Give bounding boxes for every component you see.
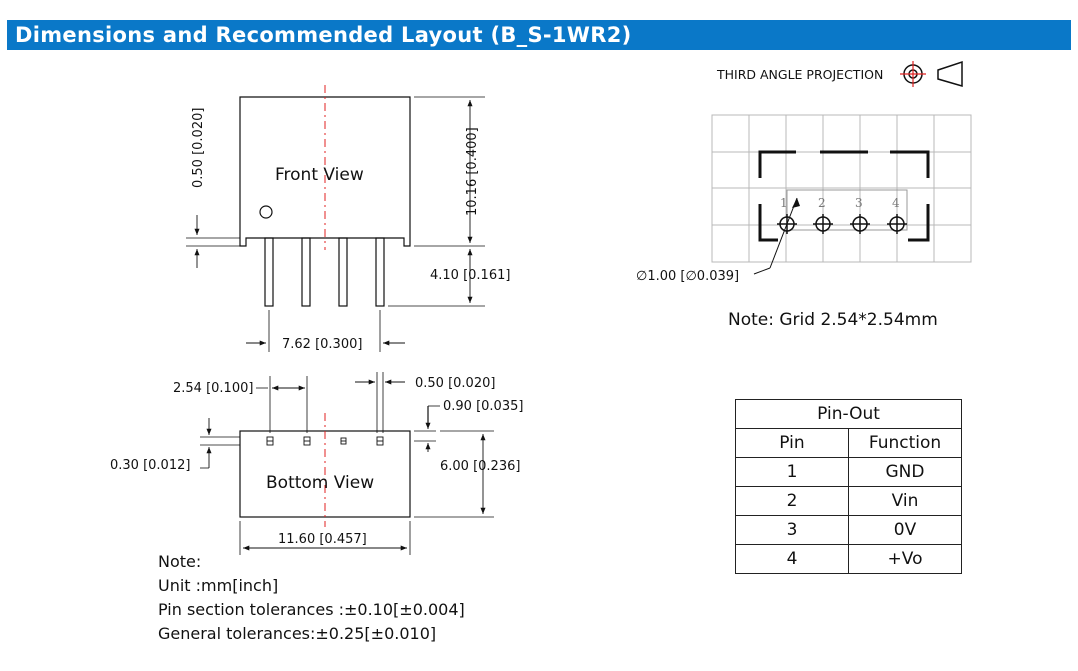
pin-number: 4 xyxy=(735,544,849,574)
pin-function: 0V xyxy=(848,515,962,545)
front-view-label: Front View xyxy=(275,165,364,185)
page-title: Dimensions and Recommended Layout (B_S-1… xyxy=(15,23,632,47)
dim-pin-length: 4.10 [0.161] xyxy=(430,268,510,283)
table-row: 3 0V xyxy=(735,515,962,545)
table-row: 4 +Vo xyxy=(735,544,962,574)
notes-title: Note: xyxy=(158,552,202,571)
hole-leader-arrow xyxy=(792,198,800,208)
dim-pitch: 2.54 [0.100] xyxy=(173,381,253,396)
dim-pin-depth: 0.30 [0.012] xyxy=(110,458,190,473)
layout-pin-number: 1 xyxy=(780,196,788,210)
third-angle-projection-icon xyxy=(900,60,963,87)
front-pin xyxy=(264,237,274,307)
dim-depth: 6.00 [0.236] xyxy=(440,459,520,474)
pinout-table: Pin-Out Pin Function 1 GND 2 Vin 3 0V 4 … xyxy=(735,399,962,574)
bottom-view-label: Bottom View xyxy=(266,473,374,493)
pin-function: Vin xyxy=(848,486,962,516)
table-row: 2 Vin xyxy=(735,486,962,516)
dim-offset: 0.90 [0.035] xyxy=(443,399,523,414)
table-row: 1 GND xyxy=(735,457,962,487)
notes-general-tolerance: General tolerances:±0.25[±0.010] xyxy=(158,624,437,643)
pin-function: GND xyxy=(848,457,962,487)
dim-height: 10.16 [0.400] xyxy=(465,127,480,216)
dim-pin-span: 7.62 [0.300] xyxy=(282,337,362,352)
front-view-body xyxy=(239,96,411,247)
front-view xyxy=(186,85,485,352)
pin-function: +Vo xyxy=(848,544,962,574)
dim-pin-width: 0.50 [0.020] xyxy=(415,376,495,391)
header-bar: Dimensions and Recommended Layout (B_S-1… xyxy=(7,20,1071,50)
notes-pin-tolerance: Pin section tolerances :±0.10[±0.004] xyxy=(158,600,465,619)
dim-length: 11.60 [0.457] xyxy=(278,532,367,547)
notes-unit: Unit :mm[inch] xyxy=(158,576,279,595)
front-pin xyxy=(375,237,385,307)
layout-pin-number: 2 xyxy=(818,196,826,210)
notes-block: Note: Unit :mm[inch] Pin section toleran… xyxy=(158,550,465,646)
pinout-title: Pin-Out xyxy=(735,399,962,429)
pin-number: 3 xyxy=(735,515,849,545)
front-pin xyxy=(301,237,311,307)
hole-leader xyxy=(753,197,798,275)
layout-pin-number: 4 xyxy=(892,196,900,210)
projection-label: THIRD ANGLE PROJECTION xyxy=(716,67,883,82)
hole-dim: ∅1.00 [∅0.039] xyxy=(636,269,739,284)
front-pin xyxy=(338,237,348,307)
pin-number: 2 xyxy=(735,486,849,516)
pin1-marker-circle xyxy=(259,205,273,219)
pin-number: 1 xyxy=(735,457,849,487)
pinout-col-pin: Pin xyxy=(735,428,849,458)
layout-pin-number: 3 xyxy=(855,196,863,210)
bottom-view xyxy=(200,372,494,555)
pinout-col-function: Function xyxy=(848,428,962,458)
layout-grid xyxy=(711,114,972,263)
layout-pin-holes xyxy=(777,214,907,234)
dim-pin-thickness: 0.50 [0.020] xyxy=(191,108,206,188)
grid-note: Note: Grid 2.54*2.54mm xyxy=(728,310,938,330)
layout-footprint-outline xyxy=(758,150,930,242)
